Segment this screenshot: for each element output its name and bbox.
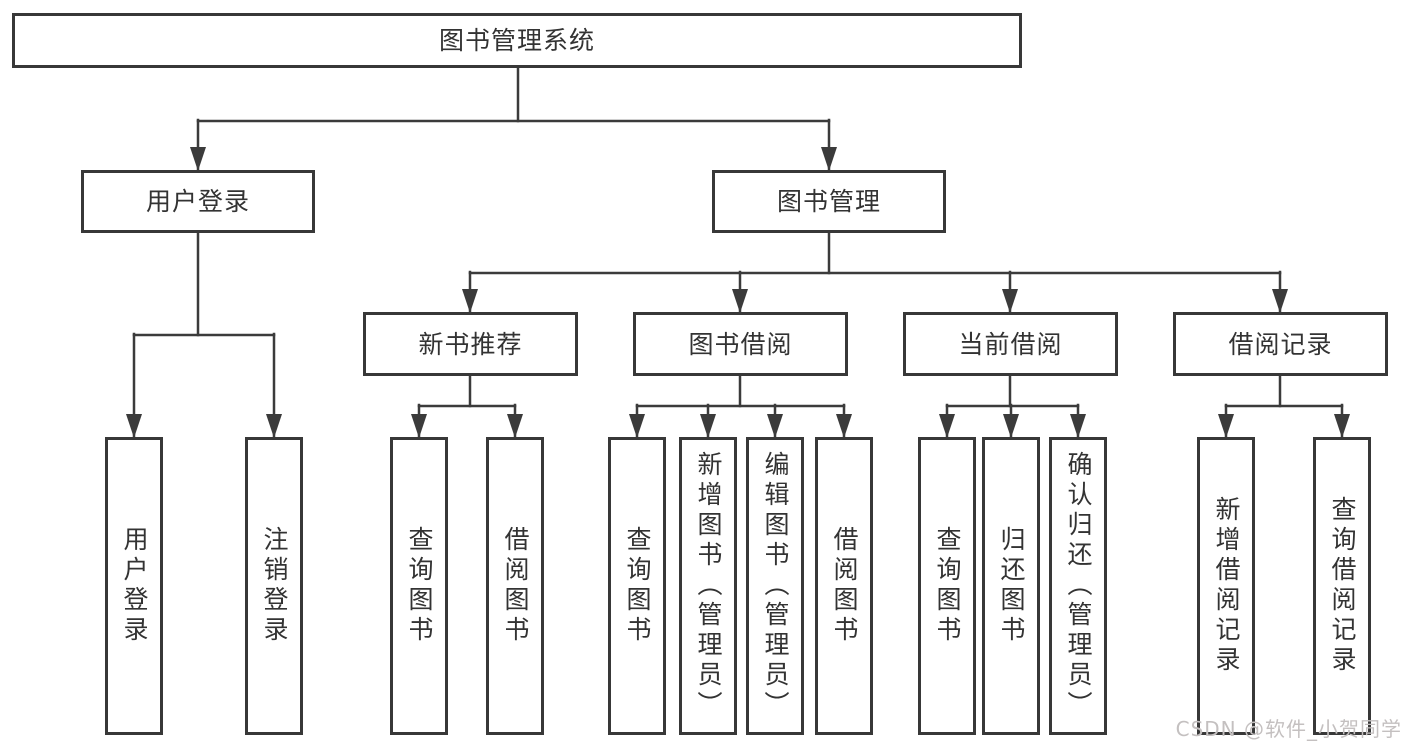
leaf-user-login: 用户登录	[105, 437, 163, 735]
leaf-recommend-query-books: 查询图书	[390, 437, 448, 735]
leaf-current-return-books: 归还图书	[982, 437, 1040, 735]
leaf-borrowing-edit-books-admin: 编辑图书（管理员）	[746, 437, 804, 735]
leaf-borrowing-add-books-admin: 新增图书（管理员）	[679, 437, 737, 735]
csdn-watermark: CSDN @软件_小贺同学	[1175, 717, 1402, 741]
leaf-records-query-borrow-record: 查询借阅记录	[1313, 437, 1371, 735]
node-user-login: 用户登录	[81, 170, 315, 233]
leaf-records-add-borrow-record: 新增借阅记录	[1197, 437, 1255, 735]
leaf-current-confirm-return-admin: 确认归还（管理员）	[1049, 437, 1107, 735]
node-library-management-system: 图书管理系统	[12, 13, 1022, 68]
node-book-management: 图书管理	[712, 170, 946, 233]
node-borrowing-records: 借阅记录	[1173, 312, 1388, 376]
node-new-book-recommendation: 新书推荐	[363, 312, 578, 376]
leaf-borrowing-borrow-books: 借阅图书	[815, 437, 873, 735]
node-current-borrowing: 当前借阅	[903, 312, 1118, 376]
leaf-borrowing-query-books: 查询图书	[608, 437, 666, 735]
leaf-logout: 注销登录	[245, 437, 303, 735]
leaf-current-query-books: 查询图书	[918, 437, 976, 735]
leaf-recommend-borrow-books: 借阅图书	[486, 437, 544, 735]
node-book-borrowing: 图书借阅	[633, 312, 848, 376]
